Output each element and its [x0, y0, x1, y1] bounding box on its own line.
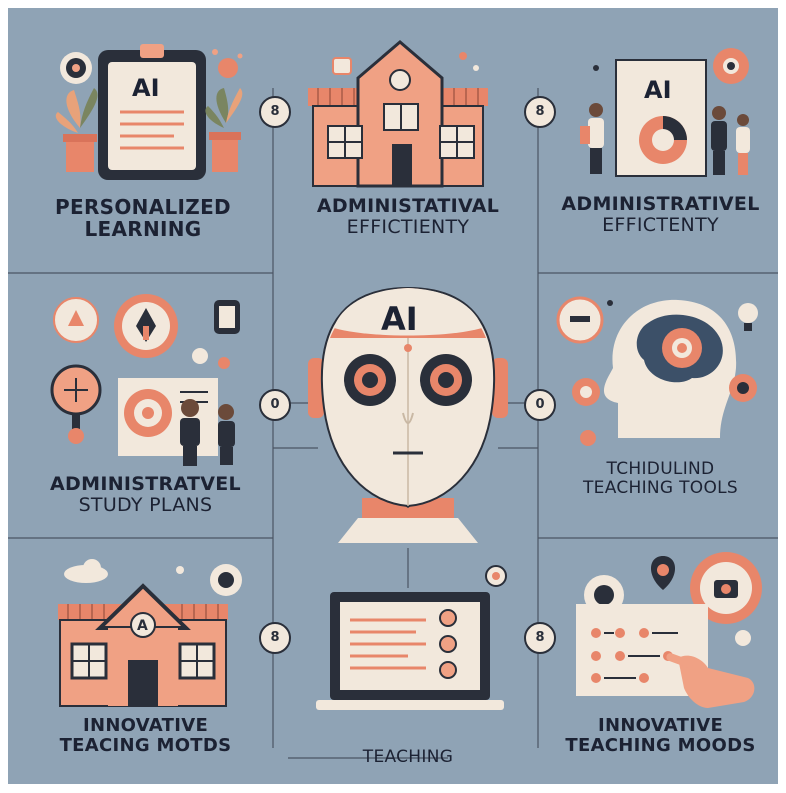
caption-innovative-methods: INNOVATIVE TEACING MOTDS: [28, 715, 263, 757]
student-icons: [180, 399, 235, 466]
pin-icon: [485, 565, 507, 587]
caption-personalized-learning: PERSONALIZED LEARNING: [28, 196, 258, 241]
caption-line1: ADMINISTRATIVEL: [561, 193, 760, 215]
person-icons: [580, 103, 750, 175]
connector-badge-mid-right: 0: [524, 389, 556, 421]
caption-teaching: TEACHING: [293, 747, 523, 767]
clock-small-icon: [735, 630, 751, 646]
caption-line2: TEACHING TOOLS: [582, 478, 739, 499]
caption-line1: ADMINISTRATVEL: [50, 473, 241, 495]
bulb-small-icon: [738, 303, 758, 331]
caption-line2: LEARNING: [84, 217, 202, 242]
sparkle-icons: [212, 49, 243, 78]
svg-text:A: A: [137, 618, 148, 634]
pointing-hand-icon: [666, 653, 755, 708]
caption-line1: PERSONALIZED: [55, 195, 231, 219]
connector-badge-bottom-right: 8: [524, 622, 556, 654]
illustration-layer: AI: [8, 40, 778, 759]
robot-head-icon: AI: [308, 286, 508, 543]
gear-small-icon: [572, 378, 600, 406]
decor-icons: [332, 52, 479, 75]
tablet-icon: AI: [98, 44, 206, 180]
phone-icon: [214, 300, 240, 334]
caption-line2: EFFICTENTY: [602, 214, 719, 237]
schedule-board-icon: [576, 604, 708, 696]
cloud-icon: [64, 559, 108, 583]
svg-text:AI: AI: [381, 300, 418, 338]
study-plan-board-icon: [118, 378, 218, 456]
location-pin-icon: [650, 556, 676, 590]
ai-board-icon: AI: [615, 59, 707, 177]
school-building-icon: [308, 40, 488, 188]
caption-teaching-tools: TCHIDULIND TEACHING TOOLS: [548, 459, 773, 499]
caption-line2: STUDY PLANS: [78, 494, 213, 517]
connector-badge-top-right: 8: [524, 96, 556, 128]
plant-left-icon: [55, 88, 98, 172]
caption-admin-efficiency-right: ADMINISTRATIVEL EFFICTENTY: [548, 193, 773, 237]
svg-text:AI: AI: [644, 76, 672, 104]
ruler-icon: [556, 296, 604, 344]
caption-line2: EFFICTIENTY: [346, 216, 470, 239]
target-icon: [114, 294, 178, 358]
caption-line1: INNOVATIVE: [597, 715, 724, 736]
school-a-icon: A: [58, 583, 228, 707]
compass-icon: [50, 364, 102, 444]
caption-line2: TEACHING MOODS: [565, 735, 756, 757]
caption-line1: INNOVATIVE: [82, 715, 209, 736]
thinking-head-icon: [603, 299, 737, 438]
caption-study-plans: ADMINISTRATVEL STUDY PLANS: [28, 473, 263, 517]
caption-line1: TEACHING: [362, 747, 454, 767]
caption-innovative-moods: INNOVATIVE TEACHING MOODS: [548, 715, 773, 757]
lightbulb-icon: [53, 297, 99, 343]
laptop-icon: [316, 592, 504, 710]
caption-line1: TCHIDULIND: [606, 459, 715, 479]
connector-badge-mid-left: 0: [259, 389, 291, 421]
small-icons: [192, 348, 230, 369]
lock-icon: [60, 52, 92, 84]
caption-line1: ADMINISTATIVAL: [316, 195, 500, 217]
settings-icon: [176, 564, 242, 596]
caption-admin-efficiency-center: ADMINISTATIVAL EFFICTIENTY: [293, 195, 523, 239]
plant-right-icon: [205, 88, 243, 172]
connector-badge-bottom-left: 8: [259, 622, 291, 654]
target-small-icon: [729, 374, 757, 402]
infographic-canvas: AI: [8, 8, 778, 784]
connector-badge-top-left: 8: [259, 96, 291, 128]
svg-text:AI: AI: [132, 74, 160, 102]
gear-icon: [713, 48, 749, 84]
caption-line2: TEACING MOTDS: [59, 735, 232, 757]
